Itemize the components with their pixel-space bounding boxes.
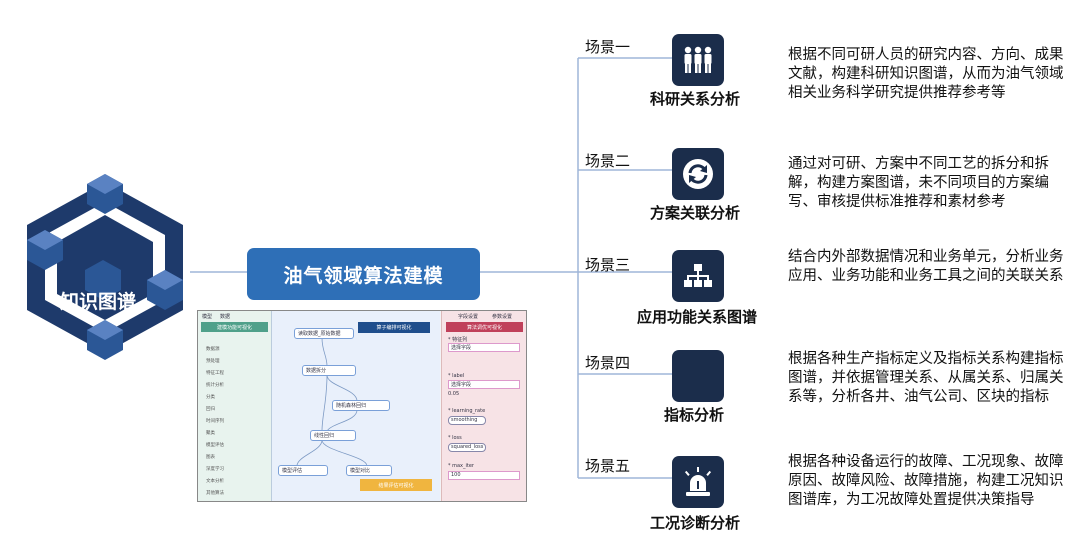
field-select[interactable]: smoothing [448,416,486,425]
right-tab[interactable]: 字段设置 [458,314,479,320]
list-item[interactable]: 模型评估 [206,443,224,448]
flow-node[interactable]: 读取数据_原始数据 [294,328,354,339]
field-input[interactable]: 选择字段 [448,343,520,352]
field-input[interactable]: 100 [448,471,520,480]
list-item[interactable]: 其他算法 [206,491,224,496]
list-item[interactable]: 图表 [206,455,215,460]
center-canvas: 算子编排可视化 读取数据_原始数据 数据拆分 随机森林回归 线性回归 模型评估 … [272,311,440,501]
field-label: * 特征列 [448,337,468,343]
flow-node[interactable]: 模型对比 [346,465,392,476]
field-select[interactable]: squared_loss [448,443,486,452]
left-tab[interactable]: 数据 [220,314,231,320]
field-input[interactable]: 选择字段 [448,380,520,389]
refresh-icon [683,159,713,189]
knowledge-graph-logo [15,170,195,360]
modeling-screenshot: 模型 数据 建模功能可视化 数据源 预处理 特征工程 统计分析 分类 回归 时间… [197,310,527,502]
scene-title-4: 指标分析 [664,406,725,424]
scene-title-1: 科研关系分析 [650,90,741,108]
list-item[interactable]: 时间序列 [206,419,224,424]
result-eval-button[interactable]: 结果评估可视化 [360,479,432,491]
list-item[interactable]: 回归 [206,407,215,412]
scene-icon-box-1 [672,34,724,86]
flow-node[interactable]: 数据拆分 [302,365,356,376]
people-group-icon [684,46,712,73]
scene-label-2: 场景二 [585,152,631,170]
scene-title-5: 工况诊断分析 [650,514,741,532]
hierarchy-icon [684,264,712,287]
right-tab[interactable]: 参数设置 [492,314,513,320]
field-label: * max_iter [448,463,474,469]
scene-desc-1: 根据不同可研人员的研究内容、方向、成果文献，构建科研知识图谱，从而为油气领域相关… [788,47,1064,101]
scene-title-2: 方案关联分析 [650,204,741,222]
flow-node[interactable]: 线性回归 [310,430,356,441]
knowledge-graph-cube-icon [27,174,183,360]
left-header: 建模功能可视化 [201,322,268,332]
left-tab[interactable]: 模型 [202,314,213,320]
scene-icon-box-2 [672,148,724,200]
right-panel: 字段设置 参数设置 算法调优可视化 * 特征列 选择字段 * label 选择字… [441,311,526,501]
field-value: 0.05 [448,391,460,397]
scene-label-3: 场景三 [585,256,631,274]
scene-icon-box-3 [672,250,724,302]
scene-icon-box-5 [672,456,724,508]
right-header: 算法调优可视化 [446,322,523,332]
scene-icon-box-4 [672,350,724,402]
flow-node[interactable]: 模型评估 [278,465,328,476]
list-item[interactable]: 特征工程 [206,371,224,376]
scene-desc-5: 根据各种设备运行的故障、工况现象、故障原因、故障风险、故障措施，构建工况知识图谱… [788,454,1064,508]
list-item[interactable]: 聚类 [206,431,215,436]
list-item[interactable]: 预处理 [206,359,220,364]
scene-label-1: 场景一 [585,38,631,56]
scene-label-4: 场景四 [585,354,631,372]
flow-node[interactable]: 随机森林回归 [332,400,390,411]
field-label: * loss [448,435,462,441]
center-header: 算子编排可视化 [358,322,430,333]
list-item[interactable]: 数据源 [206,347,220,352]
list-item[interactable]: 文本分析 [206,479,224,484]
field-label: * learning_rate [448,408,486,414]
alarm-siren-icon [684,467,712,496]
list-item[interactable]: 深度学习 [206,467,224,472]
algorithm-modeling-button[interactable]: 油气领域算法建模 [247,248,480,300]
field-label: * label [448,373,465,379]
list-item[interactable]: 分类 [206,395,215,400]
left-panel: 模型 数据 建模功能可视化 数据源 预处理 特征工程 统计分析 分类 回归 时间… [198,311,272,501]
flow-edges [296,337,368,467]
scene-label-5: 场景五 [585,457,631,475]
scene-desc-3: 结合内外部数据情况和业务单元，分析业务应用、业务功能和业务工具之间的关联关系 [788,249,1064,284]
scene-title-3: 应用功能关系图谱 [637,308,758,326]
scene-desc-4: 根据各种生产指标定义及指标关系构建指标图谱，并依据管理关系、从属关系、归属关系等… [788,351,1064,405]
list-item[interactable]: 统计分析 [206,383,224,388]
logo-label: 知识图谱 [60,291,137,313]
scene-desc-2: 通过对可研、方案中不同工艺的拆分和拆解，构建方案图谱，未不同项目的方案编写、审核… [788,156,1049,210]
